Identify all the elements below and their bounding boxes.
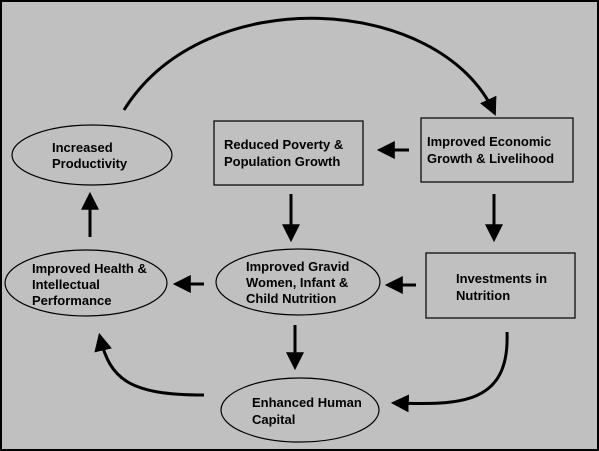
node-improved-gravid-nutrition: Improved Gravid Women, Infant & Child Nu… xyxy=(215,248,381,316)
node-label-capital: Enhanced Human Capital xyxy=(252,395,365,427)
node-enhanced-human-capital: Enhanced Human Capital xyxy=(220,377,380,443)
label-line: Child Nutrition xyxy=(246,291,336,306)
node-label-investments: Investments in Nutrition xyxy=(456,271,551,303)
label-line: Women, Infant & xyxy=(246,275,348,290)
node-label-gravid: Improved Gravid Women, Infant & Child Nu… xyxy=(246,259,353,306)
label-line: Capital xyxy=(252,412,295,427)
rect-shape xyxy=(425,252,576,319)
node-label-productivity: Increased Productivity xyxy=(52,140,128,171)
label-line: Nutrition xyxy=(456,288,510,303)
label-line: Enhanced Human xyxy=(252,395,362,410)
node-investments-in-nutrition: Investments in Nutrition xyxy=(425,252,576,319)
label-line: Productivity xyxy=(52,156,128,171)
label-line: Improved Economic xyxy=(427,134,551,149)
node-reduced-poverty: Reduced Poverty & Population Growth xyxy=(213,120,364,186)
label-line: Performance xyxy=(32,293,111,308)
label-line: Investments in xyxy=(456,271,547,286)
ellipse-shape xyxy=(215,248,381,316)
ellipse-shape xyxy=(11,124,173,186)
label-line: Intellectual xyxy=(32,277,100,292)
arrow-capital-to-health xyxy=(94,332,205,397)
arrows xyxy=(81,16,509,413)
label-line: Reduced Poverty & xyxy=(224,137,343,152)
node-label-economic: Improved Economic Growth & Livelihood xyxy=(427,134,555,166)
node-label-health: Improved Health & Intellectual Performan… xyxy=(32,261,150,308)
rect-shape xyxy=(420,117,574,183)
arrow-investments-to-capital xyxy=(390,331,509,413)
ellipse-shape xyxy=(220,377,380,443)
node-label-poverty: Reduced Poverty & Population Growth xyxy=(224,137,347,169)
node-improved-economic-growth: Improved Economic Growth & Livelihood xyxy=(420,117,574,183)
node-increased-productivity: Increased Productivity xyxy=(11,124,173,186)
label-line: Growth & Livelihood xyxy=(427,151,554,166)
label-line: Population Growth xyxy=(224,154,340,169)
label-line: Improved Health & xyxy=(32,261,147,276)
rect-shape xyxy=(213,120,364,186)
ellipse-shape xyxy=(4,249,168,317)
node-improved-health: Improved Health & Intellectual Performan… xyxy=(4,249,168,317)
label-line: Increased xyxy=(52,140,113,155)
arrow-productivity-to-economic xyxy=(122,16,497,116)
label-line: Improved Gravid xyxy=(246,259,349,274)
